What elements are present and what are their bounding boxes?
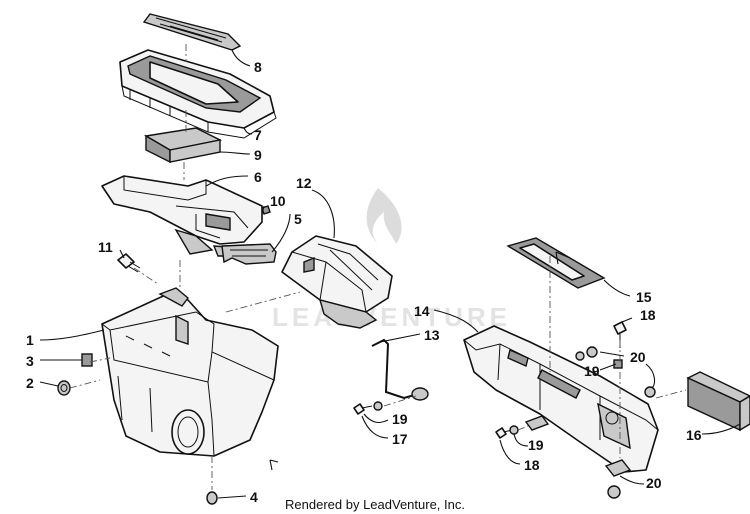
callout-16: 16 — [686, 427, 702, 443]
part-decal — [142, 13, 242, 51]
part-bolt-18b — [495, 427, 507, 439]
watermark: LEADVENTURE — [272, 188, 511, 332]
callout-14: 14 — [414, 303, 430, 319]
callout-2: 2 — [26, 375, 34, 391]
callout-5: 5 — [294, 211, 302, 227]
part-clip-nut — [613, 359, 623, 369]
callout-4: 4 — [250, 489, 258, 505]
leader-lines — [39, 49, 741, 499]
callout-11: 11 — [98, 239, 113, 255]
part-seal-frame — [506, 237, 606, 289]
callout-13: 13 — [424, 327, 440, 343]
part-nut-20c — [607, 485, 621, 499]
part-nut-20b — [644, 386, 656, 398]
callout-7: 7 — [254, 127, 262, 143]
part-airbox-housing — [101, 287, 279, 457]
watermark-text: LEADVENTURE — [272, 302, 511, 332]
callout-6: 6 — [254, 169, 262, 185]
hardware-set — [353, 321, 656, 499]
callout-12: 12 — [296, 175, 312, 191]
assembly-lines — [69, 44, 687, 490]
callout-19-right: 19 — [584, 363, 600, 379]
callout-10: 10 — [270, 193, 286, 209]
part-drain-plug — [206, 491, 218, 505]
part-nut-20a — [586, 346, 598, 358]
part-bolt-17 — [353, 403, 365, 415]
part-washer-19c — [509, 425, 519, 435]
part-bracket-rod — [371, 338, 429, 401]
part-foam-block — [686, 371, 750, 432]
callout-9: 9 — [254, 147, 262, 163]
part-gasket — [221, 243, 277, 265]
callout-19-left: 19 — [392, 411, 408, 427]
part-grommet — [81, 353, 93, 367]
part-filter-housing — [101, 175, 263, 257]
part-washer-19a — [373, 401, 383, 411]
part-washer-19b — [575, 351, 585, 361]
part-intake-boot — [281, 235, 393, 329]
callout-15: 15 — [636, 289, 652, 305]
part-intake-duct — [463, 325, 659, 473]
part-bracket-20 — [604, 459, 632, 477]
part-bolt-18a — [613, 321, 627, 335]
callout-20-upper: 20 — [630, 349, 646, 365]
callouts: 8 7 9 6 12 10 5 11 1 3 2 4 14 13 15 18 2… — [26, 59, 702, 505]
callout-18-lower: 18 — [524, 457, 540, 473]
callout-20-lower: 20 — [646, 475, 662, 491]
callout-17: 17 — [392, 431, 408, 447]
callout-3: 3 — [26, 353, 34, 369]
part-plug-2 — [57, 380, 71, 396]
callout-18-upper: 18 — [640, 307, 656, 323]
watermark-flame-icon — [366, 188, 402, 244]
footer-credit: Rendered by LeadVenture, Inc. — [285, 497, 465, 512]
callout-8: 8 — [254, 59, 262, 75]
callout-1: 1 — [26, 332, 34, 348]
part-filter-element — [143, 127, 223, 164]
callout-19-lower: 19 — [528, 437, 544, 453]
part-airbox-cover — [119, 49, 277, 139]
